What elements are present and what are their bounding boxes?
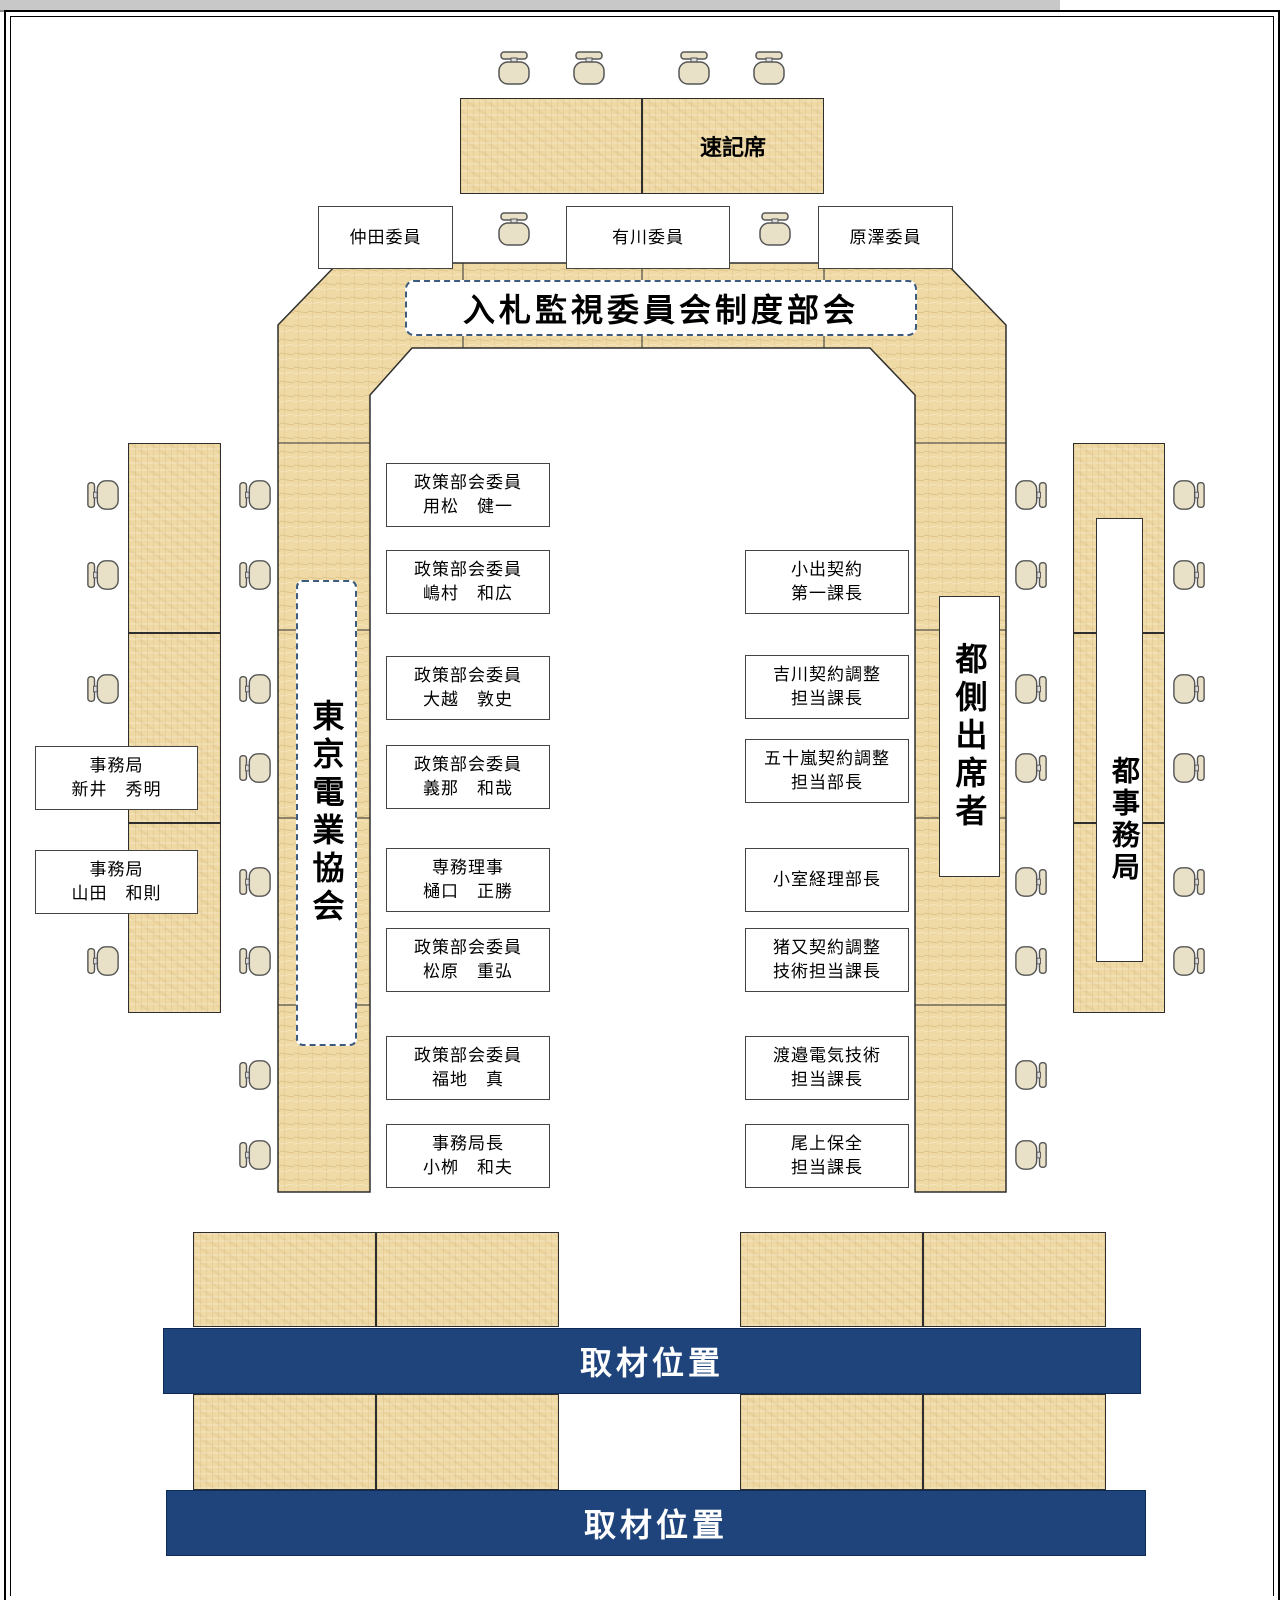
- chair-icon: [238, 1057, 272, 1097]
- press-area-band: 取材位置: [166, 1490, 1146, 1556]
- chair-icon: [1014, 557, 1048, 597]
- attendee-label: 政策部会委員 嶋村 和広: [386, 550, 550, 614]
- press-table: [376, 1394, 559, 1490]
- chair-icon: [677, 50, 711, 90]
- chair-icon: [1172, 557, 1206, 597]
- chair-icon: [497, 50, 531, 90]
- attendee-label: 政策部会委員 用松 健一: [386, 463, 550, 527]
- chair-icon: [86, 477, 120, 517]
- press-table: [376, 1232, 559, 1327]
- chair-icon: [1014, 750, 1048, 790]
- attendee-label: 政策部会委員 大越 敦史: [386, 656, 550, 720]
- committee-member-label: 仲田委員: [318, 206, 453, 269]
- stenography-label: 速記席: [699, 136, 766, 161]
- attendee-label: 政策部会委員 松原 重弘: [386, 928, 550, 992]
- chair-icon: [1172, 750, 1206, 790]
- chair-icon: [1014, 671, 1048, 711]
- chair-icon: [752, 50, 786, 90]
- attendee-label: 小室経理部長: [745, 848, 909, 912]
- chair-icon: [1014, 1057, 1048, 1097]
- chair-icon: [1014, 943, 1048, 983]
- chair-icon: [238, 477, 272, 517]
- inner-frame: [10, 16, 1274, 1596]
- attendee-label: 猪又契約調整 技術担当課長: [745, 928, 909, 992]
- secretariat-label: 都事務局: [1096, 518, 1143, 962]
- chair-icon: [86, 671, 120, 711]
- committee-member-label: 有川委員: [566, 206, 730, 269]
- committee-member-label: 原澤委員: [818, 206, 953, 269]
- chair-icon: [497, 211, 531, 251]
- meeting-title: 入札監視委員会制度部会: [405, 280, 917, 336]
- attendee-label: 政策部会委員 義那 和哉: [386, 745, 550, 809]
- chair-icon: [572, 50, 606, 90]
- stenography-table-right: [642, 98, 824, 194]
- stenography-table-left: [460, 98, 642, 194]
- press-area-band: 取材位置: [163, 1328, 1141, 1394]
- chair-icon: [238, 671, 272, 711]
- chair-icon: [1172, 477, 1206, 517]
- right-group-label: 都側出席者: [939, 596, 1000, 877]
- secretariat-staff-label: 事務局 山田 和則: [35, 850, 198, 914]
- attendee-label: 五十嵐契約調整 担当部長: [745, 739, 909, 803]
- attendee-label: 専務理事 樋口 正勝: [386, 848, 550, 912]
- press-table: [193, 1232, 376, 1327]
- left-group-label: 東京電業協会: [296, 580, 357, 1046]
- chair-icon: [86, 557, 120, 597]
- press-table: [740, 1232, 923, 1327]
- attendee-label: 渡邉電気技術 担当課長: [745, 1036, 909, 1100]
- attendee-label: 政策部会委員 福地 真: [386, 1036, 550, 1100]
- press-table: [193, 1394, 376, 1490]
- secretariat-staff-label: 事務局 新井 秀明: [35, 746, 198, 810]
- chair-icon: [758, 211, 792, 251]
- chair-icon: [1172, 864, 1206, 904]
- outer-frame: [4, 10, 1280, 1600]
- attendee-label: 吉川契約調整 担当課長: [745, 655, 909, 719]
- attendee-label: 小出契約 第一課長: [745, 550, 909, 614]
- chair-icon: [238, 557, 272, 597]
- chair-icon: [238, 943, 272, 983]
- press-table: [923, 1394, 1106, 1490]
- chair-icon: [238, 864, 272, 904]
- attendee-label: 事務局長 小栁 和夫: [386, 1124, 550, 1188]
- side-table-left: [128, 443, 221, 633]
- chair-icon: [238, 750, 272, 790]
- chair-icon: [238, 1137, 272, 1177]
- chair-icon: [1014, 864, 1048, 904]
- chair-icon: [1172, 943, 1206, 983]
- chair-icon: [1014, 477, 1048, 517]
- chair-icon: [1172, 671, 1206, 711]
- press-table: [740, 1394, 923, 1490]
- chair-icon: [1014, 1137, 1048, 1177]
- press-table: [923, 1232, 1106, 1327]
- chair-icon: [86, 943, 120, 983]
- attendee-label: 尾上保全 担当課長: [745, 1124, 909, 1188]
